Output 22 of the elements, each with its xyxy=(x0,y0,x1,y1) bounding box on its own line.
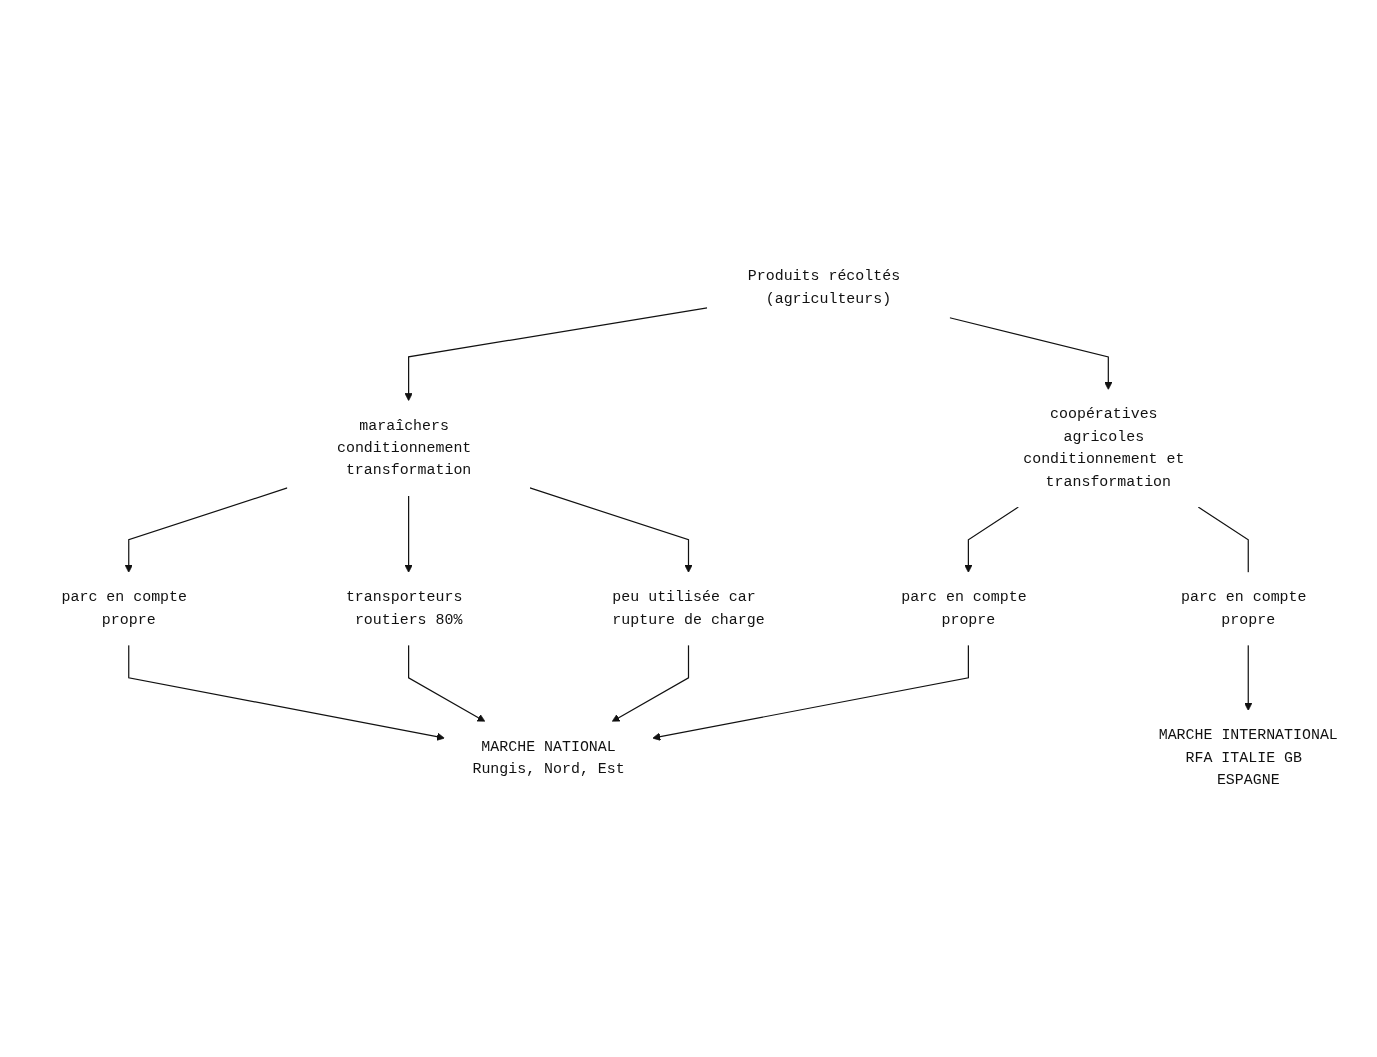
node-text: transporteurs routiers 80% xyxy=(345,589,463,629)
arrow xyxy=(949,317,1113,390)
node-text: MARCHE NATIONAL Rungis, Nord, Est xyxy=(472,738,625,778)
arrow xyxy=(128,644,445,741)
arrow xyxy=(611,644,690,722)
node-text: parc en compte propre xyxy=(61,589,187,629)
node-text: MARCHE INTERNATIONAL RFA ITALIE GB ESPAGNE xyxy=(1158,727,1338,789)
node-text: coopératives agricoles conditionnement et transformation xyxy=(1023,406,1185,491)
arrow xyxy=(964,506,1019,573)
arrow xyxy=(652,644,969,741)
arrow xyxy=(1244,644,1253,711)
arrow xyxy=(529,487,693,573)
node-text: peu utilisée car rupture de charge xyxy=(612,589,765,629)
arrow xyxy=(124,487,288,573)
connector xyxy=(1197,506,1249,573)
node-text: parc en compte propre xyxy=(901,589,1027,629)
node-text: maraîchers conditionnement transformation xyxy=(336,417,472,480)
arrow xyxy=(408,644,486,722)
arrow xyxy=(404,307,708,402)
arrow xyxy=(404,495,413,573)
node-text: parc en compte propre xyxy=(1181,589,1307,629)
node-text: Produits récoltés (agriculteurs) xyxy=(747,268,901,308)
